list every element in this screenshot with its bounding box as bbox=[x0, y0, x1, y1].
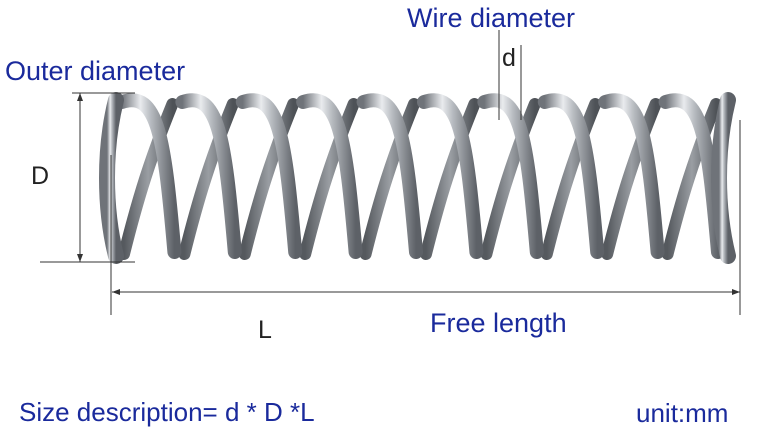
coil-back-segment bbox=[661, 98, 722, 260]
coil-front-segment bbox=[417, 93, 484, 259]
coil-back-segment bbox=[238, 98, 300, 260]
coil-end-right bbox=[711, 92, 736, 264]
coil-end-left bbox=[99, 92, 124, 264]
unit-label: unit:mm bbox=[636, 398, 729, 428]
outer-diameter-arrow-bottom bbox=[77, 254, 83, 262]
coil-back-segment bbox=[178, 98, 239, 260]
dimension-lines bbox=[40, 30, 741, 315]
free-length-symbol: L bbox=[258, 316, 272, 344]
coil-back-segment bbox=[540, 98, 602, 260]
free-length-arrow-left bbox=[112, 289, 120, 295]
wire-diameter-label: Wire diameter bbox=[407, 3, 576, 33]
coil-back-segment bbox=[299, 98, 360, 260]
outer-diameter-symbol: D bbox=[31, 162, 50, 190]
outer-diameter-label: Outer diameter bbox=[5, 56, 186, 86]
coil-back-segment bbox=[359, 98, 420, 260]
coil-front-segment bbox=[235, 93, 303, 259]
free-length-arrow-right bbox=[732, 289, 740, 295]
free-length-label: Free length bbox=[430, 308, 567, 338]
coil-back-segment bbox=[420, 98, 481, 260]
outer-diameter-arrow-top bbox=[77, 93, 83, 101]
coil-front-segment bbox=[598, 93, 665, 259]
coil-front-segment bbox=[115, 93, 182, 259]
coil-front-segment bbox=[537, 93, 605, 259]
coil-back-segment bbox=[118, 98, 179, 260]
size-description: Size description= d * D *L bbox=[19, 397, 315, 427]
wire-diameter-symbol: d bbox=[502, 44, 516, 72]
coil-front-segment bbox=[356, 93, 423, 259]
coil-front-segment bbox=[175, 93, 242, 259]
coil-front-segment bbox=[296, 93, 363, 259]
coil-front-segment bbox=[477, 93, 544, 259]
coil-back-segment bbox=[601, 98, 662, 260]
spring-coils bbox=[99, 92, 736, 264]
coil-back-segment bbox=[480, 98, 541, 260]
